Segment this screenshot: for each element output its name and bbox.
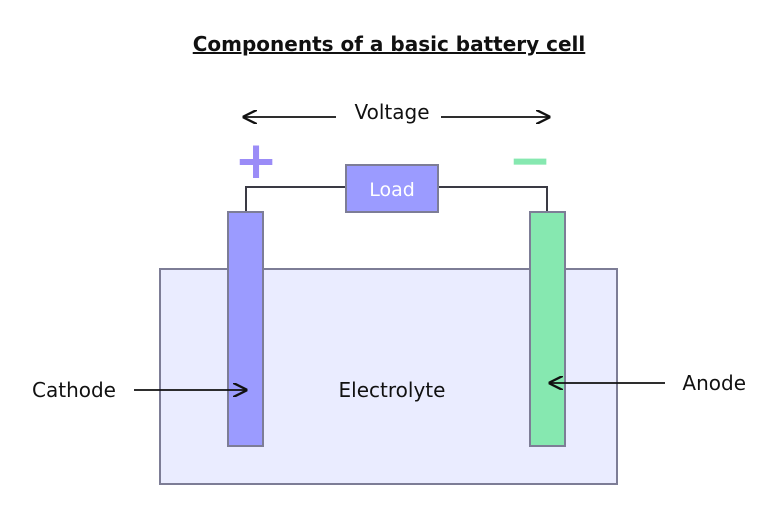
anode-label: Anode bbox=[682, 371, 746, 395]
diagram-title: Components of a basic battery cell bbox=[192, 32, 586, 56]
cathode-label: Cathode bbox=[32, 378, 116, 402]
electrolyte-label: Electrolyte bbox=[339, 378, 446, 402]
cathode-electrode bbox=[227, 211, 264, 447]
wire-right bbox=[438, 186, 548, 212]
voltage-label: Voltage bbox=[354, 100, 429, 124]
positive-sign: + bbox=[234, 131, 278, 191]
anode-electrode bbox=[529, 211, 566, 447]
load-label: Load bbox=[369, 179, 415, 201]
wire-left bbox=[245, 186, 346, 212]
negative-sign: − bbox=[508, 131, 552, 191]
load-box bbox=[345, 164, 439, 213]
